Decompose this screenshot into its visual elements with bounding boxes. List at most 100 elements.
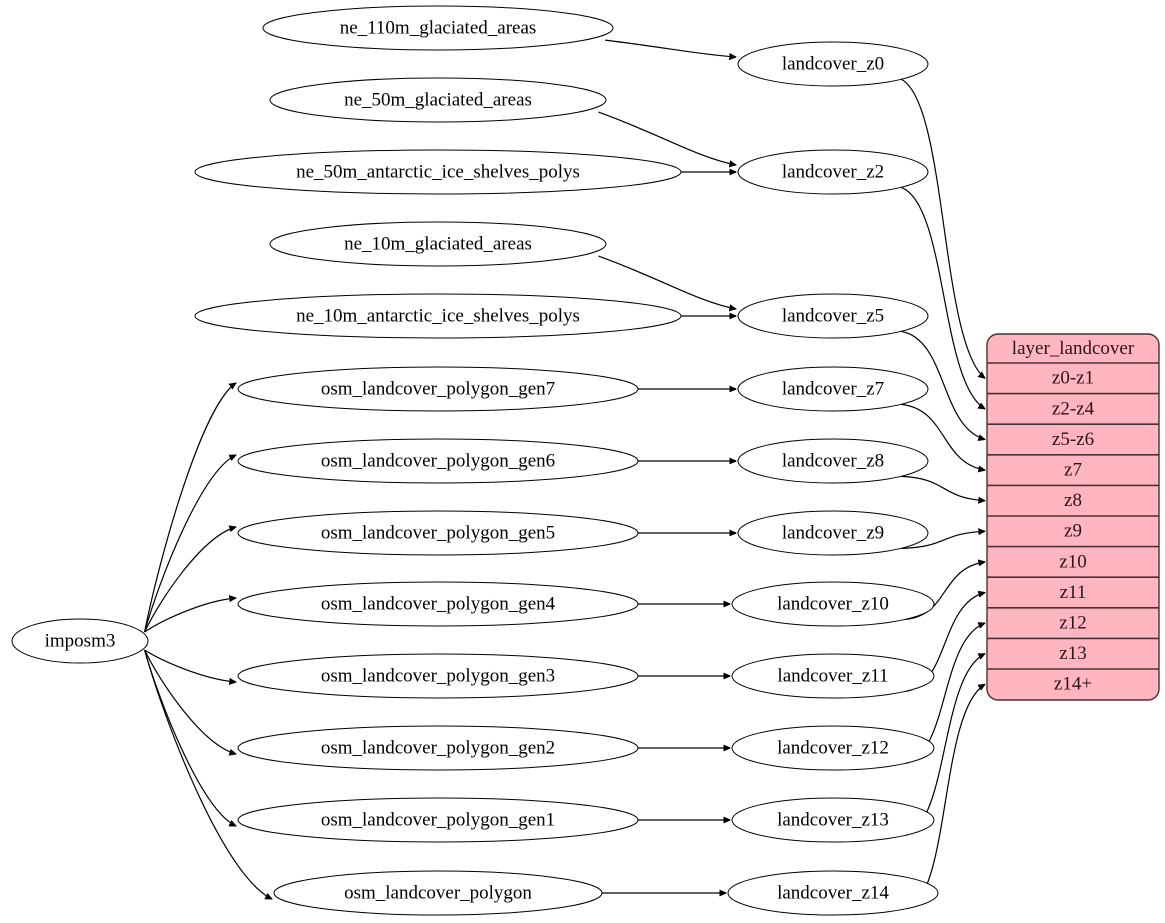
node-label: ne_110m_glaciated_areas	[340, 17, 537, 38]
layer-table-row[interactable]: z2-z4	[987, 392, 1159, 420]
graph-node-landcover_z9[interactable]: landcover_z9	[737, 510, 929, 556]
node-label: imposm3	[45, 630, 116, 651]
node-ellipse	[237, 653, 639, 699]
graph-node-osm_landcover_polygon_gen5[interactable]: osm_landcover_polygon_gen5	[237, 510, 639, 556]
layer-table-row-label: z7	[1064, 459, 1082, 480]
node-label: landcover_z5	[782, 305, 884, 326]
layer-table-row-label: z2-z4	[1052, 398, 1095, 419]
node-label: osm_landcover_polygon_gen5	[321, 522, 555, 543]
layer-table-row-label: z5-z6	[1052, 429, 1094, 450]
graph-node-landcover_z11[interactable]: landcover_z11	[731, 653, 935, 699]
node-ellipse	[737, 366, 929, 412]
layer-table-row[interactable]: z14+	[987, 668, 1159, 695]
node-ellipse	[731, 725, 935, 771]
graph-edge-to-table	[901, 531, 985, 549]
graph-node-landcover_z5[interactable]: landcover_z5	[737, 293, 929, 339]
graph-node-landcover_z12[interactable]: landcover_z12	[731, 725, 935, 771]
node-label: landcover_z7	[782, 378, 884, 399]
layer-table-row-label: z8	[1064, 490, 1082, 511]
graph-edge-from-imposm3	[144, 454, 236, 633]
layer-table-row-label: z11	[1060, 582, 1087, 603]
graph-edge-from-imposm3	[144, 649, 236, 754]
node-ellipse	[737, 510, 929, 556]
layer-table-row[interactable]: z10	[987, 545, 1159, 573]
graph-node-ne_10m_glaciated_areas[interactable]: ne_10m_glaciated_areas	[269, 221, 607, 267]
layer-table-row[interactable]: z8	[987, 484, 1159, 511]
layer-table-row-label: z10	[1059, 551, 1086, 572]
graph-node-ne_50m_glaciated_areas[interactable]: ne_50m_glaciated_areas	[269, 77, 607, 123]
graph-node-ne_10m_antarctic_ice_shelves_polys[interactable]: ne_10m_antarctic_ice_shelves_polys	[194, 293, 682, 339]
graph-node-landcover_z0[interactable]: landcover_z0	[737, 41, 929, 87]
layer-table-row[interactable]: z12	[987, 606, 1159, 634]
node-label: ne_50m_antarctic_ice_shelves_polys	[296, 161, 580, 182]
node-ellipse	[737, 41, 929, 87]
graph-node-osm_landcover_polygon[interactable]: osm_landcover_polygon	[273, 870, 603, 916]
node-ellipse	[237, 366, 639, 412]
graph-node-ne_110m_glaciated_areas[interactable]: ne_110m_glaciated_areas	[262, 5, 614, 51]
node-ellipse	[731, 653, 935, 699]
node-label: ne_10m_antarctic_ice_shelves_polys	[296, 305, 580, 326]
node-ellipse	[262, 5, 614, 51]
node-ellipse	[237, 438, 639, 484]
node-ellipse	[731, 581, 935, 627]
graph-node-landcover_z8[interactable]: landcover_z8	[737, 438, 929, 484]
graph-edge-from-imposm3	[144, 649, 236, 682]
node-ellipse	[273, 870, 603, 916]
graph-node-landcover_z13[interactable]: landcover_z13	[731, 797, 935, 843]
graph-node-ne_50m_antarctic_ice_shelves_polys[interactable]: ne_50m_antarctic_ice_shelves_polys	[194, 149, 682, 195]
graph-node-imposm3[interactable]: imposm3	[11, 618, 149, 664]
graph-node-landcover_z2[interactable]: landcover_z2	[737, 149, 929, 195]
node-label: landcover_z0	[782, 53, 884, 74]
node-ellipse	[269, 77, 607, 123]
graph-edge-to-table	[901, 186, 985, 409]
layer-table-row[interactable]: z9	[987, 515, 1159, 542]
node-ellipse	[269, 221, 607, 267]
graph-node-osm_landcover_polygon_gen6[interactable]: osm_landcover_polygon_gen6	[237, 438, 639, 484]
graph-node-osm_landcover_polygon_gen2[interactable]: osm_landcover_polygon_gen2	[237, 725, 639, 771]
node-label: landcover_z14	[777, 882, 889, 903]
graph-node-osm_landcover_polygon_gen1[interactable]: osm_landcover_polygon_gen1	[237, 797, 639, 843]
graph-node-osm_landcover_polygon_gen3[interactable]: osm_landcover_polygon_gen3	[237, 653, 639, 699]
node-label: osm_landcover_polygon_gen4	[321, 593, 556, 614]
node-label: landcover_z10	[777, 593, 889, 614]
layer-table-row[interactable]: z13	[987, 637, 1159, 664]
graph-edge-from-imposm3	[144, 527, 236, 633]
nodes-layer: imposm3 ne_110m_glaciated_areas ne_50m_gla…	[11, 5, 939, 916]
node-label: osm_landcover_polygon	[344, 882, 532, 903]
layer-landcover-table: layer_landcover z0-z1 z2-z4 z5-z6 z7 z8 z9 z10 z…	[986, 333, 1160, 701]
graph-node-osm_landcover_polygon_gen4[interactable]: osm_landcover_polygon_gen4	[237, 581, 639, 627]
node-label: osm_landcover_polygon_gen7	[321, 378, 555, 399]
graph-node-osm_landcover_polygon_gen7[interactable]: osm_landcover_polygon_gen7	[237, 366, 639, 412]
node-label: osm_landcover_polygon_gen3	[321, 665, 555, 686]
layer-table-row-label: z9	[1064, 521, 1082, 542]
node-label: ne_10m_glaciated_areas	[344, 233, 532, 254]
node-label: landcover_z13	[777, 809, 889, 830]
graph-edge-diagonal	[598, 255, 736, 309]
graph-edge-to-table	[908, 684, 985, 909]
edges-layer	[144, 39, 985, 909]
graph-edge-diagonal	[598, 111, 736, 165]
graph-node-landcover_z7[interactable]: landcover_z7	[737, 366, 929, 412]
layer-table-title: layer_landcover	[1012, 338, 1135, 359]
layer-table-row[interactable]: z7	[987, 453, 1159, 481]
graph-edge-to-table	[901, 403, 985, 470]
layer-table-row[interactable]: z5-z6	[987, 423, 1159, 450]
node-label: osm_landcover_polygon_gen2	[321, 737, 555, 758]
graph-edge-from-imposm3	[144, 383, 236, 633]
node-ellipse	[737, 293, 929, 339]
graph-node-landcover_z14[interactable]: landcover_z14	[727, 870, 939, 916]
node-ellipse	[237, 725, 639, 771]
layer-table-row-label: z13	[1059, 643, 1086, 664]
layer-table-row[interactable]: z0-z1	[1052, 368, 1094, 389]
node-label: landcover_z11	[777, 665, 888, 686]
graph-node-landcover_z10[interactable]: landcover_z10	[731, 581, 935, 627]
node-label: osm_landcover_polygon_gen1	[321, 809, 555, 830]
node-ellipse	[194, 293, 682, 339]
node-label: osm_landcover_polygon_gen6	[321, 450, 555, 471]
graph-edge-to-table	[901, 330, 985, 439]
layer-table-row[interactable]: z11	[987, 576, 1159, 603]
graph-edge-diagonal	[605, 39, 736, 57]
node-label: ne_50m_glaciated_areas	[344, 89, 532, 110]
